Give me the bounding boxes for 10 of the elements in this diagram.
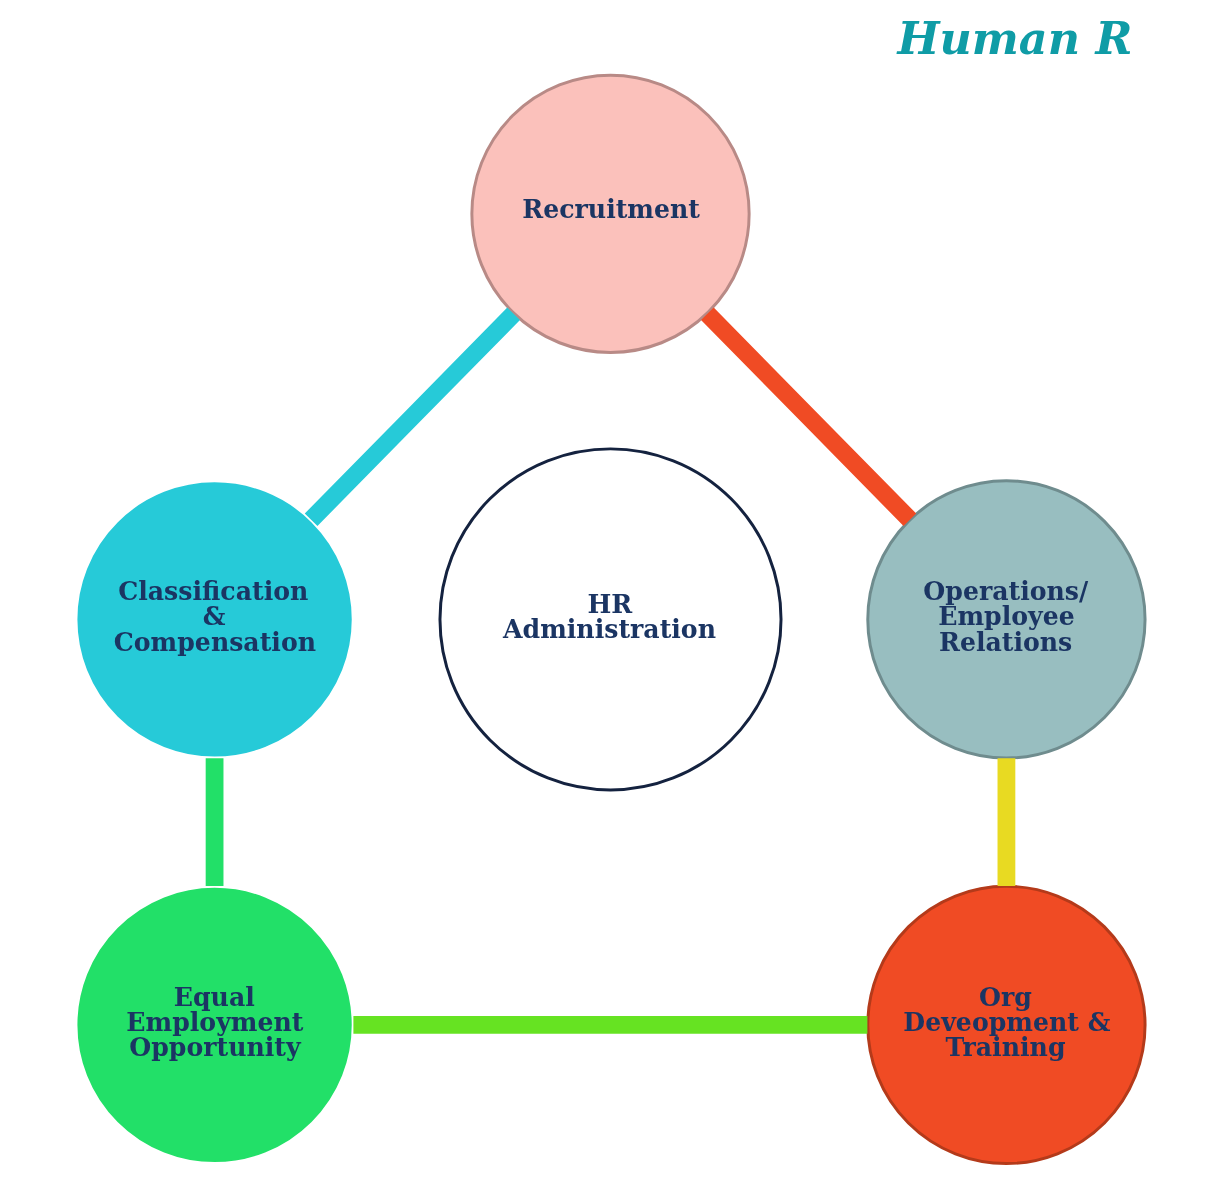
- connector: [700, 307, 916, 526]
- node-circle: Operations/ Employee Relations: [865, 479, 1147, 760]
- connector: [304, 307, 520, 526]
- connector: [997, 758, 1015, 886]
- connector: [205, 758, 223, 886]
- node-circle: HR Administration: [438, 447, 782, 792]
- node-circle: Recruitment: [469, 73, 751, 354]
- diagram-title: Human R: [896, 12, 1132, 65]
- node-circle: Org Deveopment & Training: [865, 884, 1147, 1166]
- connector: [352, 1016, 867, 1034]
